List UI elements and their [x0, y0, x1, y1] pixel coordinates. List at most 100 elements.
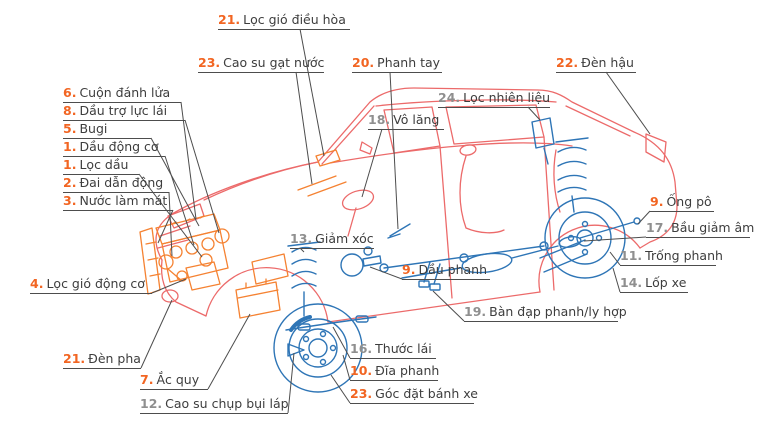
front-bumper	[160, 259, 207, 317]
part-name: Dầu phanh	[418, 262, 487, 277]
part-number: 14.	[620, 275, 643, 290]
hood-crease	[203, 161, 319, 201]
front-tire	[273, 303, 363, 393]
part-number: 6.	[63, 85, 77, 100]
master-cylinder	[362, 255, 382, 267]
part-label-den-hau: 22.Đèn hậu	[556, 55, 636, 73]
part-label-ac-quy: 7.Ắc quy	[140, 372, 208, 390]
rear-lug-3	[567, 234, 575, 242]
part-number: 11.	[620, 248, 643, 263]
leader-ban-dap	[432, 290, 465, 322]
part-label-lop-xe: 14.Lốp xe	[620, 275, 688, 293]
lug-2	[319, 358, 327, 366]
part-label-giam-xoc: 13.Giảm xóc	[290, 231, 374, 249]
part-name: Cao su chụp bụi láp	[165, 396, 289, 411]
part-number: 5.	[63, 121, 77, 136]
part-name: Đèn hậu	[581, 55, 634, 70]
part-number: 16.	[350, 341, 373, 356]
part-number: 22.	[556, 55, 579, 70]
cv-boot	[287, 343, 305, 357]
leader-loc-gio-dong-co	[151, 278, 187, 294]
leader-vo-lang	[361, 128, 383, 198]
intake-runner-1	[169, 245, 183, 259]
part-name: Lọc gió điều hòa	[243, 12, 346, 27]
rack-boot-right	[355, 315, 369, 323]
rear-glass-inner	[565, 105, 631, 137]
engine-components	[139, 149, 347, 319]
intake-runner-3	[201, 237, 215, 251]
fuel-filter	[531, 117, 555, 149]
part-number: 19.	[464, 304, 487, 319]
leader-nuoc-lam-mat	[157, 209, 174, 244]
lug-3	[302, 353, 310, 361]
clutch-pedal-pad	[429, 283, 441, 291]
part-name: Cao su gạt nước	[223, 55, 325, 70]
exhaust-tail-pipe	[579, 221, 635, 239]
part-label-dau-phanh: 9.Dầu phanh	[402, 262, 490, 280]
lug-5	[319, 330, 327, 338]
tail-light	[645, 133, 667, 163]
part-label-thuoc-lai: 16.Thước lái	[350, 341, 436, 359]
steering-wheel	[341, 189, 375, 211]
leader-goc-dat-banh-xe	[330, 374, 351, 404]
part-name: Dầu động cơ	[79, 139, 159, 154]
leader-cuon-danh-lua	[180, 101, 197, 220]
fog-light	[161, 289, 179, 303]
roof-inner-line	[375, 99, 557, 107]
exhaust-tip	[633, 217, 641, 225]
part-number: 9.	[650, 194, 664, 209]
part-number: 21.	[218, 12, 241, 27]
part-label-bugi: 5.Bugi	[63, 121, 151, 139]
part-name: Lốp xe	[645, 275, 687, 290]
brake-pedal-pad	[418, 280, 430, 288]
leader-bugi	[150, 137, 200, 227]
part-name: Bàn đạp phanh/ly hợp	[489, 304, 627, 319]
part-number: 23.	[350, 386, 373, 401]
part-label-loc-gio-dieu-hoa: 21.Lọc gió điều hòa	[218, 12, 350, 30]
part-label-vo-lang: 18.Vô lăng	[368, 112, 444, 130]
leader-ac-quy	[207, 313, 251, 390]
radiator-fins	[145, 241, 161, 277]
rear-shock-rod	[571, 195, 575, 213]
part-number: 1.	[63, 139, 77, 154]
leader-loc-gio-dieu-hoa	[299, 28, 325, 157]
part-number: 8.	[63, 103, 77, 118]
part-number: 24.	[438, 90, 461, 105]
part-label-loc-gio-dong-co: 4.Lọc gió động cơ	[30, 276, 152, 294]
headrest	[459, 144, 477, 156]
steering-column	[347, 207, 357, 237]
part-name: Trống phanh	[645, 248, 723, 263]
rear-door-seam	[543, 136, 555, 291]
brake-booster	[340, 253, 364, 277]
leader-thuoc-lai	[332, 326, 351, 359]
rear-control-arms	[539, 239, 588, 273]
part-label-goc-dat-banh-xe: 23.Góc đặt bánh xe	[350, 386, 478, 404]
leader-trong-phanh	[609, 251, 621, 266]
steering-rack	[285, 316, 377, 331]
car-body	[155, 87, 678, 261]
part-name: Bầu giảm âm	[671, 220, 755, 235]
rocker-panel	[327, 291, 541, 323]
leader-bau-giam-am	[583, 236, 647, 242]
exhaust-front-pipe	[401, 267, 461, 279]
part-label-dau-dong-co: 1.Dầu động cơ	[63, 139, 165, 157]
battery-terminals	[245, 278, 267, 289]
leader-dau-dong-co	[164, 155, 195, 246]
leader-phanh-tay	[389, 71, 399, 230]
part-label-dia-phanh: 10.Đĩa phanh	[350, 363, 439, 381]
part-number: 7.	[140, 372, 154, 387]
driveshaft	[383, 245, 545, 269]
part-label-loc-dau: 1.Lọc dầu	[63, 157, 139, 175]
part-label-trong-phanh: 11.Trống phanh	[620, 248, 723, 266]
air-filter-box	[185, 261, 221, 291]
part-label-ong-po: 9.Ống pô	[650, 194, 714, 212]
part-name: Lọc nhiên liệu	[463, 90, 551, 105]
rear-hub	[576, 229, 594, 247]
rear-strut-mount	[555, 137, 589, 143]
part-name: Dầu trợ lực lái	[79, 103, 168, 118]
part-name: Nước làm mát	[79, 193, 168, 208]
rear-brake-drum	[558, 211, 612, 265]
a-pillar-inner	[321, 105, 375, 165]
intake-runner-2	[185, 241, 199, 255]
